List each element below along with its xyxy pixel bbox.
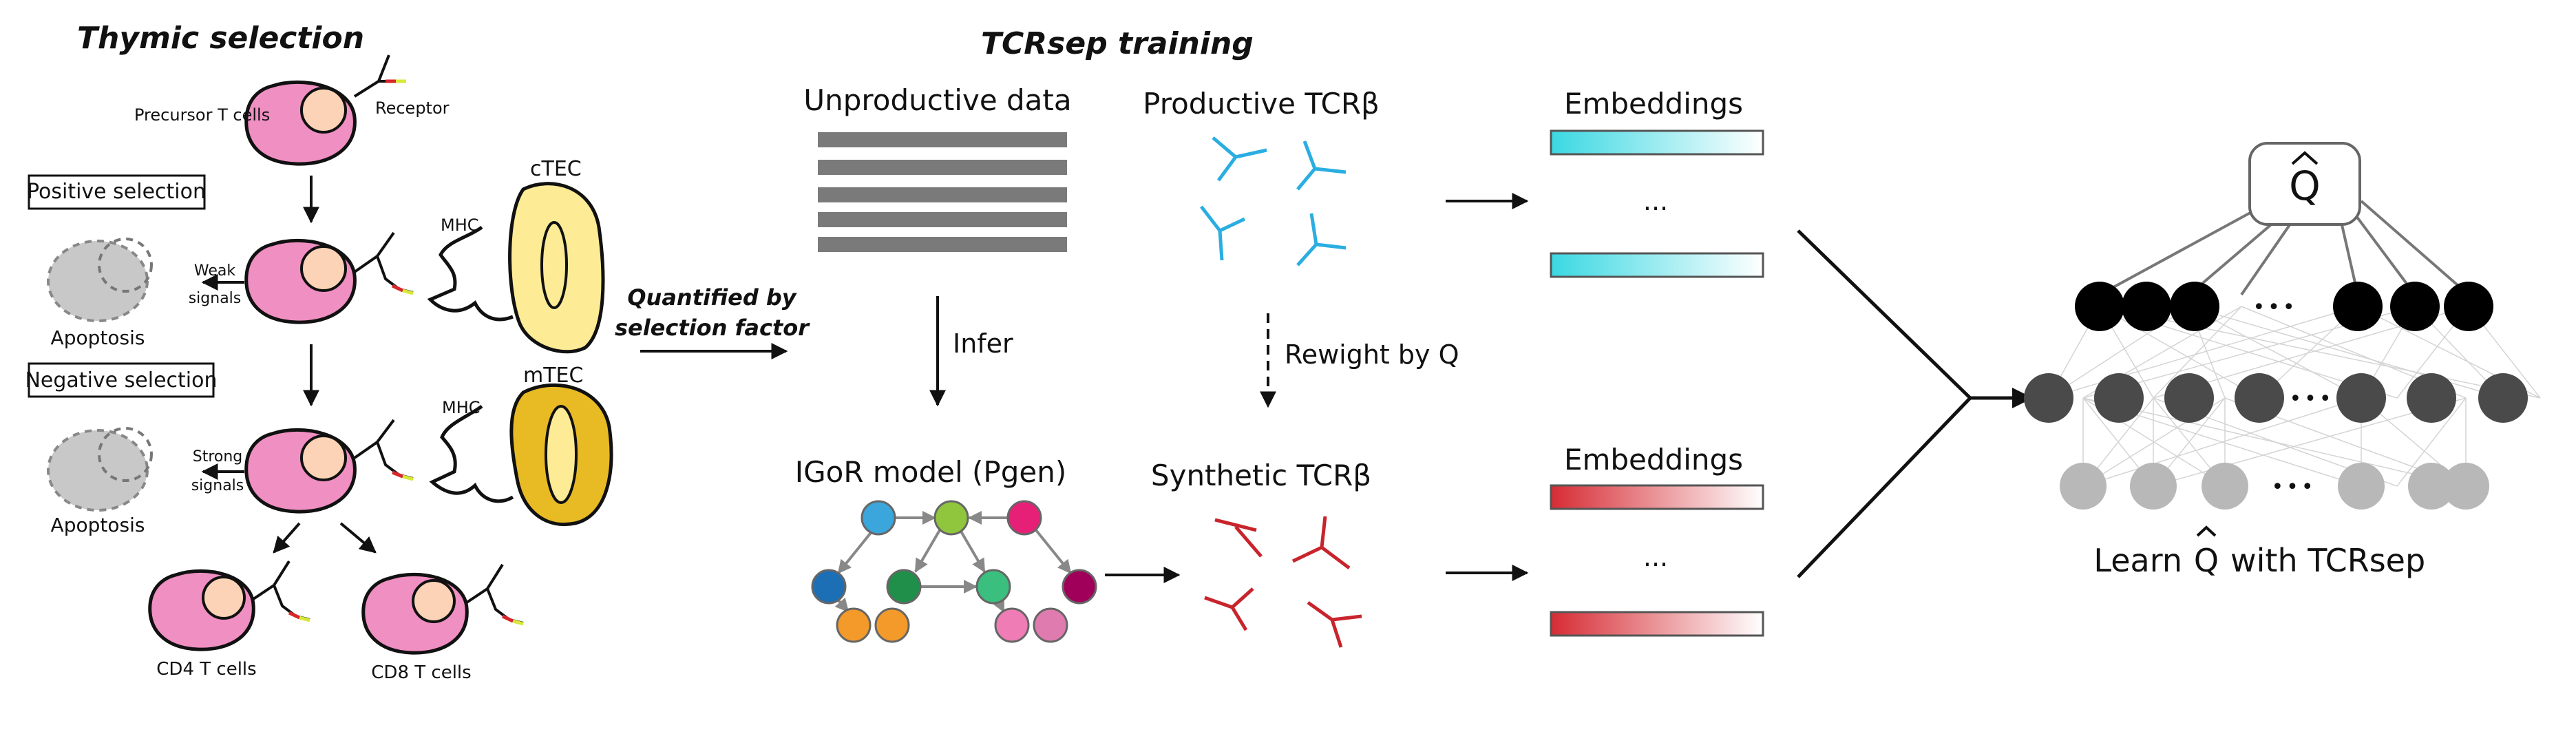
apoptosis-cell-1 bbox=[47, 238, 153, 322]
learn-q: Q bbox=[2194, 542, 2219, 579]
mtec-label: mTEC bbox=[523, 364, 583, 388]
weak-signals-label: signals bbox=[189, 290, 242, 307]
quantified-line1: Quantified by bbox=[627, 284, 796, 311]
precursor-t-cell bbox=[244, 54, 406, 166]
cd8-branch-arrow bbox=[339, 522, 377, 554]
weak-label: Weak bbox=[194, 262, 235, 280]
output-connections bbox=[2099, 200, 2470, 296]
strong-label: Strong bbox=[193, 448, 243, 465]
thymic-title: Thymic selection bbox=[77, 21, 364, 56]
layer3-ellipsis: ••• bbox=[2271, 475, 2316, 499]
merge-connector bbox=[1797, 229, 2033, 578]
quantified-connector: Quantified by selection factor bbox=[615, 284, 810, 359]
embedding-bar-red-2 bbox=[1550, 611, 1764, 637]
embeddings-top-ellipsis: ... bbox=[1643, 186, 1668, 216]
learn-suffix: with TCRsep bbox=[2230, 542, 2425, 579]
igor-label: IGoR model (Pgen) bbox=[795, 455, 1067, 489]
embeddings-top-label: Embeddings bbox=[1564, 87, 1743, 120]
igor-graph bbox=[811, 500, 1097, 643]
mhc-molecule-1 bbox=[427, 225, 514, 322]
ctec-label: cTEC bbox=[530, 157, 582, 181]
output-q-label: Q bbox=[2289, 162, 2321, 209]
learn-q-hat bbox=[2196, 525, 2217, 537]
learn-caption: Learn Q with TCRsep bbox=[2093, 525, 2425, 579]
strong-signals-label: signals bbox=[191, 477, 244, 494]
mhc-label-2: MHC bbox=[442, 398, 481, 417]
synthetic-label: Synthetic TCRβ bbox=[1151, 459, 1371, 492]
embeddings-bottom-ellipsis: ... bbox=[1643, 542, 1668, 572]
synthetic-tcr-glyphs bbox=[1204, 516, 1362, 648]
apoptosis-label-1: Apoptosis bbox=[51, 326, 145, 349]
apoptosis-cell-2 bbox=[47, 427, 153, 512]
cd8-t-cell bbox=[361, 563, 524, 655]
layer1-ellipsis: ••• bbox=[2252, 295, 2297, 319]
unproductive-label: Unproductive data bbox=[803, 83, 1071, 117]
ctec-cell bbox=[508, 182, 605, 354]
positive-selection-label: Positive selection bbox=[27, 180, 206, 204]
productive-tcr-glyphs bbox=[1200, 136, 1347, 266]
precursor-label: Precursor T cells bbox=[134, 105, 270, 125]
output-q-box bbox=[2248, 142, 2361, 226]
unproductive-data-bars bbox=[818, 132, 1067, 252]
thymic-selection-panel: Thymic selection Precursor T cells Recep… bbox=[25, 21, 613, 683]
cd4-t-cell bbox=[148, 560, 310, 651]
apoptosis-label-2: Apoptosis bbox=[51, 514, 145, 536]
neural-network: Q ••• ••• bbox=[2024, 142, 2541, 579]
reweight-label: Rewight by Q bbox=[1285, 339, 1459, 370]
negative-selection-label: Negative selection bbox=[25, 368, 217, 392]
quantified-line2: selection factor bbox=[615, 315, 810, 341]
positive-t-cell bbox=[244, 231, 414, 324]
embeddings-bottom-label: Embeddings bbox=[1564, 443, 1743, 476]
infer-label: Infer bbox=[953, 328, 1013, 359]
network-layer-hidden bbox=[2024, 373, 2528, 423]
network-layer-output bbox=[2075, 282, 2493, 331]
embedding-bar-cyan-1 bbox=[1550, 129, 1764, 156]
positive-selection-box bbox=[28, 174, 206, 210]
negative-selection-box bbox=[28, 362, 215, 398]
learn-prefix: Learn bbox=[2093, 542, 2182, 579]
receptor-label: Receptor bbox=[375, 98, 450, 118]
tcrsep-training-panel: TCRsep training Unproductive data Infer … bbox=[795, 26, 1764, 648]
embedding-bar-red-1 bbox=[1550, 484, 1764, 510]
output-q-hat bbox=[2291, 151, 2319, 165]
training-title: TCRsep training bbox=[981, 26, 1254, 61]
productive-label: Productive TCRβ bbox=[1143, 87, 1380, 120]
cd4-branch-arrow bbox=[273, 522, 301, 554]
embedding-bar-cyan-2 bbox=[1550, 252, 1764, 278]
negative-t-cell bbox=[244, 419, 414, 514]
mhc-molecule-2 bbox=[429, 404, 514, 503]
network-layer-input bbox=[2060, 463, 2489, 510]
cd4-label: CD4 T cells bbox=[156, 659, 256, 680]
mtec-cell bbox=[509, 383, 613, 526]
mhc-label-1: MHC bbox=[441, 216, 479, 235]
layer2-ellipsis: ••• bbox=[2289, 387, 2334, 411]
cd8-label: CD8 T cells bbox=[371, 662, 471, 683]
